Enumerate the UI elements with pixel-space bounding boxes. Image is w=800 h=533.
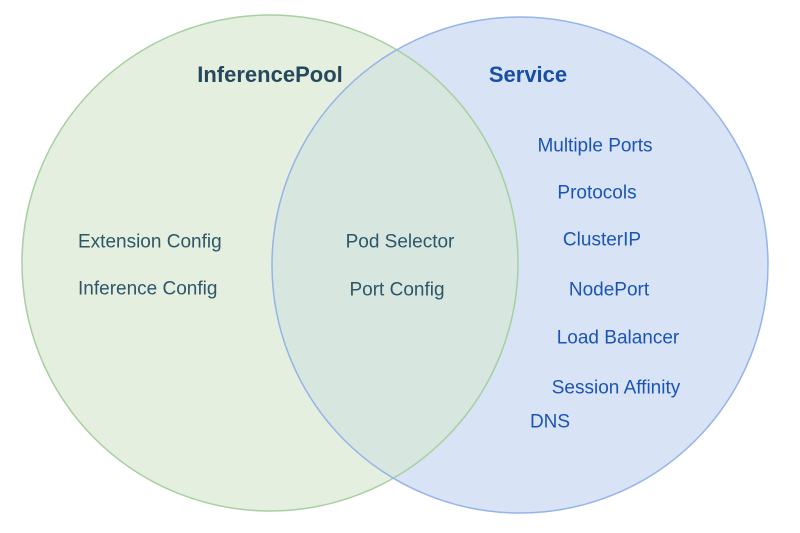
service-circle-outline <box>271 16 769 514</box>
item-pod-selector: Pod Selector <box>345 231 455 253</box>
item-protocols: Protocols <box>557 182 637 204</box>
item-nodeport: NodePort <box>568 279 650 301</box>
item-extension-config: Extension Config <box>78 231 222 253</box>
item-load-balancer: Load Balancer <box>556 327 680 349</box>
service-title: Service <box>488 62 568 87</box>
item-inference-config: Inference Config <box>78 278 218 300</box>
item-session-affinity: Session Affinity <box>551 377 681 399</box>
item-dns: DNS <box>529 411 571 433</box>
item-multiple-ports: Multiple Ports <box>537 135 653 157</box>
inferencepool-circle-outline <box>21 14 519 512</box>
item-clusterip: ClusterIP <box>562 229 642 251</box>
item-port-config: Port Config <box>349 279 445 301</box>
intersection-region <box>271 49 519 479</box>
inferencepool-title: InferencePool <box>197 62 343 87</box>
